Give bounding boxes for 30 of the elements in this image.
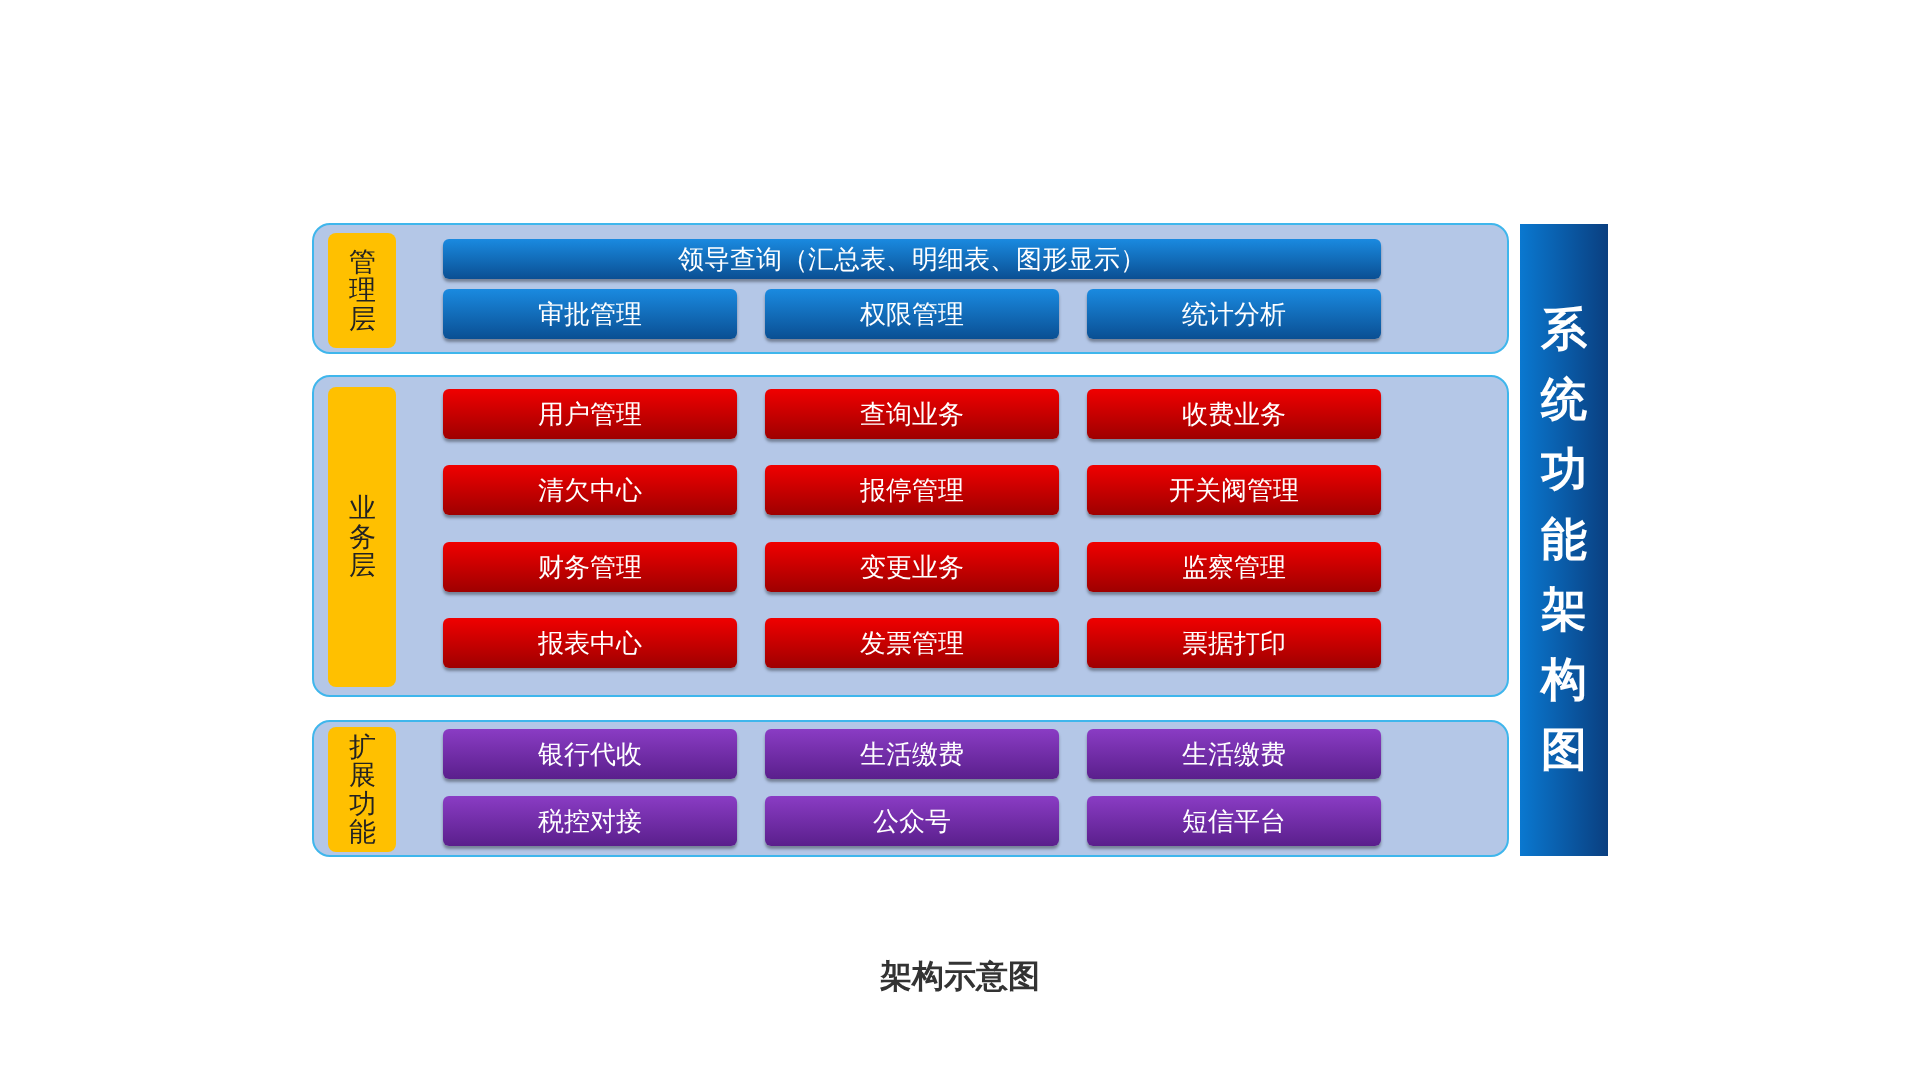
function-box: 清欠中心 bbox=[443, 465, 737, 515]
layer-panel bbox=[312, 720, 1509, 857]
function-box: 税控对接 bbox=[443, 796, 737, 846]
function-box: 审批管理 bbox=[443, 289, 737, 339]
layer-panel bbox=[312, 223, 1509, 354]
title-banner: 系统功能架构图 bbox=[1520, 224, 1608, 856]
function-box: 报停管理 bbox=[765, 465, 1059, 515]
function-box: 报表中心 bbox=[443, 618, 737, 668]
function-box: 生活缴费 bbox=[765, 729, 1059, 779]
function-box: 领导查询（汇总表、明细表、图形显示） bbox=[443, 239, 1381, 279]
function-box: 银行代收 bbox=[443, 729, 737, 779]
layer-panel bbox=[312, 375, 1509, 697]
layer-title: 管理层 bbox=[347, 248, 377, 333]
function-box: 公众号 bbox=[765, 796, 1059, 846]
function-box: 发票管理 bbox=[765, 618, 1059, 668]
function-box: 权限管理 bbox=[765, 289, 1059, 339]
function-box: 生活缴费 bbox=[1087, 729, 1381, 779]
function-box: 查询业务 bbox=[765, 389, 1059, 439]
function-box: 财务管理 bbox=[443, 542, 737, 592]
function-box: 票据打印 bbox=[1087, 618, 1381, 668]
function-box: 变更业务 bbox=[765, 542, 1059, 592]
layer-title: 扩展功能 bbox=[347, 732, 377, 847]
function-box: 用户管理 bbox=[443, 389, 737, 439]
function-box: 短信平台 bbox=[1087, 796, 1381, 846]
function-box: 监察管理 bbox=[1087, 542, 1381, 592]
function-box: 开关阀管理 bbox=[1087, 465, 1381, 515]
caption: 架构示意图 bbox=[880, 957, 1040, 995]
function-box: 收费业务 bbox=[1087, 389, 1381, 439]
function-box: 统计分析 bbox=[1087, 289, 1381, 339]
layer-title: 业务层 bbox=[347, 494, 377, 580]
